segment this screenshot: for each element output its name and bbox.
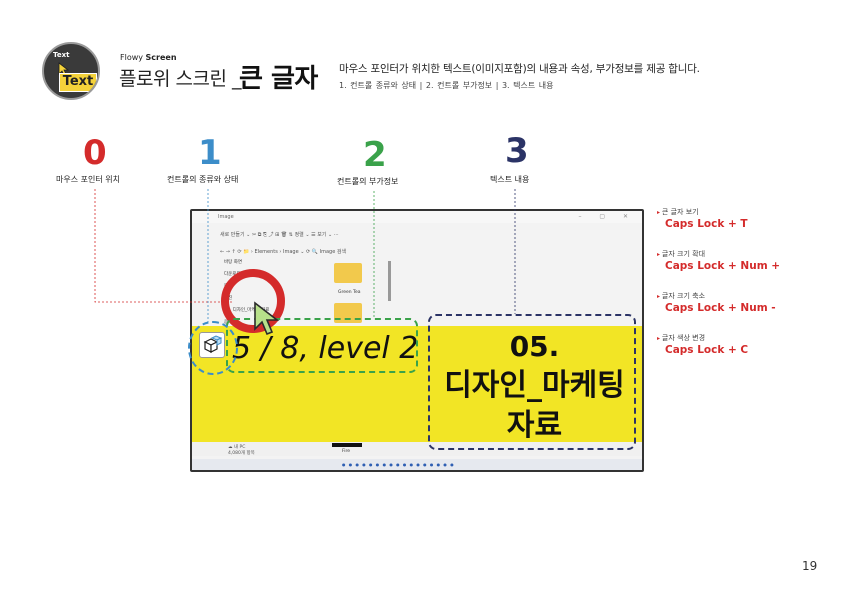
marker-number-2: 2	[363, 135, 387, 175]
text-content-line1: 05.	[509, 330, 560, 363]
sidebar-item: 다운로드	[224, 272, 241, 277]
marker-number-1: 1	[198, 133, 222, 173]
page-title-bold: 큰 글자	[239, 64, 318, 94]
text-content: 05. 디자인_마케팅 자료	[432, 328, 637, 446]
explorer-status-bar: ☁ 내 PC 4,080개 항목	[192, 442, 642, 456]
text-content-line3: 자료	[506, 408, 563, 443]
file-label: Fire	[342, 449, 351, 454]
scrollbar	[388, 261, 391, 301]
shortcut-title: 큰 글자 보기	[657, 207, 748, 217]
page-sub-description: 1. 컨트롤 종류와 상태 | 2. 컨트롤 부가정보 | 3. 텍스트 내용	[339, 81, 554, 90]
window-controls: – ▢ ✕	[578, 213, 636, 220]
marker-label-1: 컨트롤의 종류와 상태	[167, 175, 239, 184]
logo-big-text: Text	[59, 73, 97, 92]
taskbar-icons: ● ● ● ● ● ● ● ● ● ● ● ● ● ● ● ● ●	[342, 462, 455, 467]
shortcut-keys: Caps Lock + Num +	[665, 260, 781, 272]
item-count: 4,080개 항목	[228, 451, 255, 456]
page-title-light: 플로위 스크린 _	[119, 68, 241, 90]
page-number: 19	[802, 559, 818, 573]
explorer-address-bar: ← → ↑ ⟳ 📁 › Elements › Image ⌄ ⟳ 🔍 Image…	[220, 249, 347, 255]
text-content-line2: 디자인_마케팅	[444, 368, 625, 403]
page-description: 마우스 포인터가 위치한 텍스트(이미지포함)의 내용과 속성, 부가정보를 제…	[339, 63, 700, 75]
window-title: Image	[192, 211, 642, 223]
marker-number-3: 3	[505, 131, 529, 171]
taskbar	[192, 459, 642, 470]
marker-label-2: 컨트롤의 부가정보	[337, 177, 399, 186]
marker-label-3: 텍스트 내용	[490, 175, 530, 184]
marker-number-0: 0	[83, 133, 107, 173]
text-content-highlight	[428, 314, 636, 450]
sidebar-item: 바탕 화면	[224, 260, 242, 265]
shortcut-title: 글자 크기 확대	[657, 249, 780, 259]
folder-icon	[334, 263, 362, 283]
shortcut-item: 큰 글자 보기 Caps Lock + T	[657, 207, 748, 230]
explorer-toolbar: 새로 만들기 ⌄ ✂ ⧉ ⎘ ⤴ ⊞ 🗑 ⇅ 정렬 ⌄ ☰ 보기 ⌄ ···	[220, 232, 339, 238]
shortcut-keys: Caps Lock + C	[665, 344, 749, 356]
shortcut-item: 글자 크기 축소 Caps Lock + Num -	[657, 291, 776, 314]
shortcut-title: 글자 색상 변경	[657, 333, 748, 343]
thumbnail-strip	[332, 443, 362, 447]
folder-label: Green Tea	[338, 290, 361, 295]
shortcut-item: 글자 크기 확대 Caps Lock + Num +	[657, 249, 780, 272]
logo-small-text: Text	[53, 51, 70, 59]
pointer-highlight-ring	[221, 269, 285, 333]
shortcut-item: 글자 색상 변경 Caps Lock + C	[657, 333, 748, 356]
control-type-highlight	[188, 321, 238, 375]
text-logo: Text Text	[42, 42, 100, 100]
brand-label: Flowy Screen	[120, 53, 177, 62]
control-info-text: 5 / 8, level 2	[232, 331, 419, 366]
shortcut-keys: Caps Lock + Num -	[665, 302, 776, 314]
this-pc-item: ☁ 내 PC	[228, 445, 246, 450]
shortcut-title: 글자 크기 축소	[657, 291, 776, 301]
mouse-pointer-icon	[254, 301, 280, 336]
shortcut-keys: Caps Lock + T	[665, 218, 748, 230]
marker-label-0: 마우스 포인터 위치	[56, 175, 120, 184]
